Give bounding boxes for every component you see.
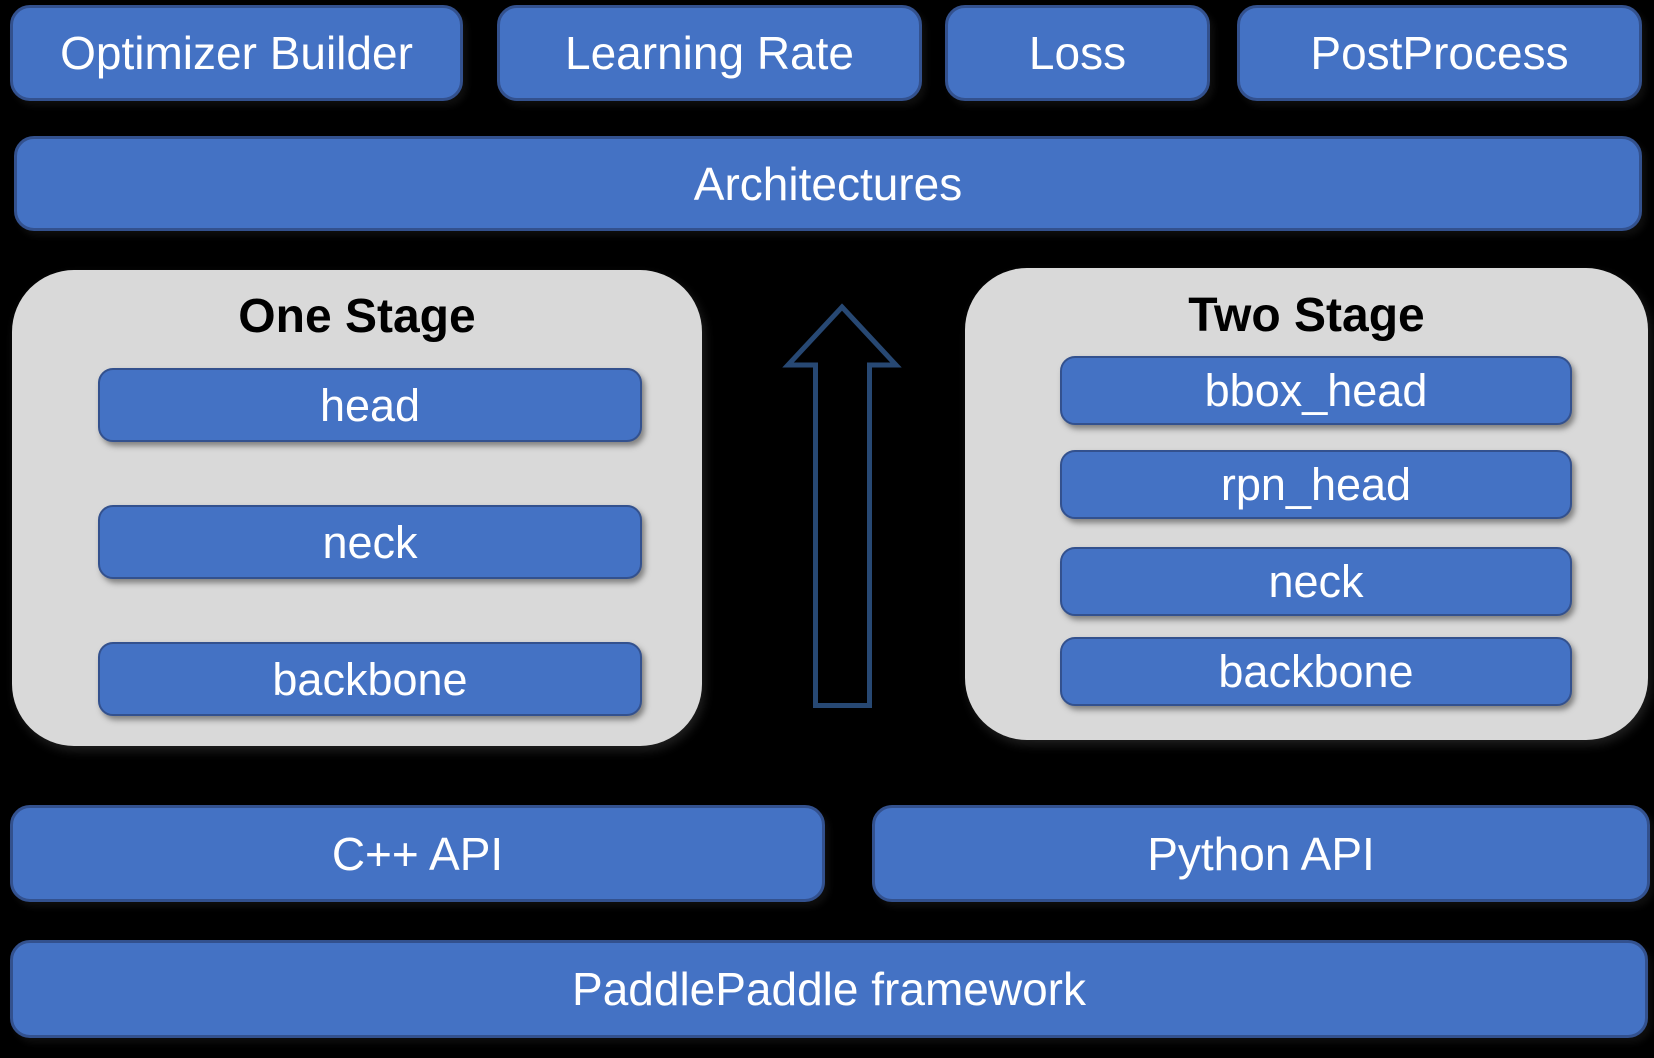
two-stage-backbone-box: backbone (1060, 637, 1572, 706)
two-stage-panel: Two Stage bbox_head rpn_head neck backbo… (965, 268, 1648, 740)
head-box: head (98, 368, 642, 442)
cpp-api-label: C++ API (331, 827, 504, 880)
two-stage-neck-label: neck (1268, 556, 1364, 607)
bbox-head-box: bbox_head (1060, 356, 1572, 425)
loss-box: Loss (945, 5, 1210, 101)
paddlepaddle-framework-label: PaddlePaddle framework (572, 963, 1086, 1015)
one-stage-panel: One Stage head neck backbone (12, 270, 702, 746)
bbox-head-label: bbox_head (1204, 365, 1428, 416)
postprocess-box: PostProcess (1237, 5, 1642, 101)
postprocess-label: PostProcess (1310, 27, 1569, 79)
backbone-box: backbone (98, 642, 642, 716)
two-stage-title: Two Stage (1188, 288, 1425, 342)
neck-label: neck (322, 516, 418, 568)
architectures-bar: Architectures (14, 136, 1642, 231)
python-api-box: Python API (872, 805, 1650, 902)
rpn-head-label: rpn_head (1220, 459, 1412, 510)
one-stage-title: One Stage (238, 289, 476, 343)
neck-box: neck (98, 505, 642, 579)
paddlepaddle-framework-bar: PaddlePaddle framework (10, 940, 1648, 1038)
architectures-label: Architectures (693, 157, 963, 210)
two-stage-backbone-label: backbone (1218, 646, 1414, 697)
backbone-label: backbone (272, 653, 468, 705)
rpn-head-box: rpn_head (1060, 450, 1572, 519)
up-arrow-icon (775, 298, 910, 720)
two-stage-neck-box: neck (1060, 547, 1572, 616)
optimizer-builder-label: Optimizer Builder (60, 27, 413, 79)
learning-rate-label: Learning Rate (565, 27, 854, 79)
loss-label: Loss (1028, 27, 1127, 79)
python-api-label: Python API (1147, 827, 1375, 880)
learning-rate-box: Learning Rate (497, 5, 922, 101)
head-label: head (319, 379, 421, 431)
cpp-api-box: C++ API (10, 805, 825, 902)
optimizer-builder-box: Optimizer Builder (10, 5, 463, 101)
